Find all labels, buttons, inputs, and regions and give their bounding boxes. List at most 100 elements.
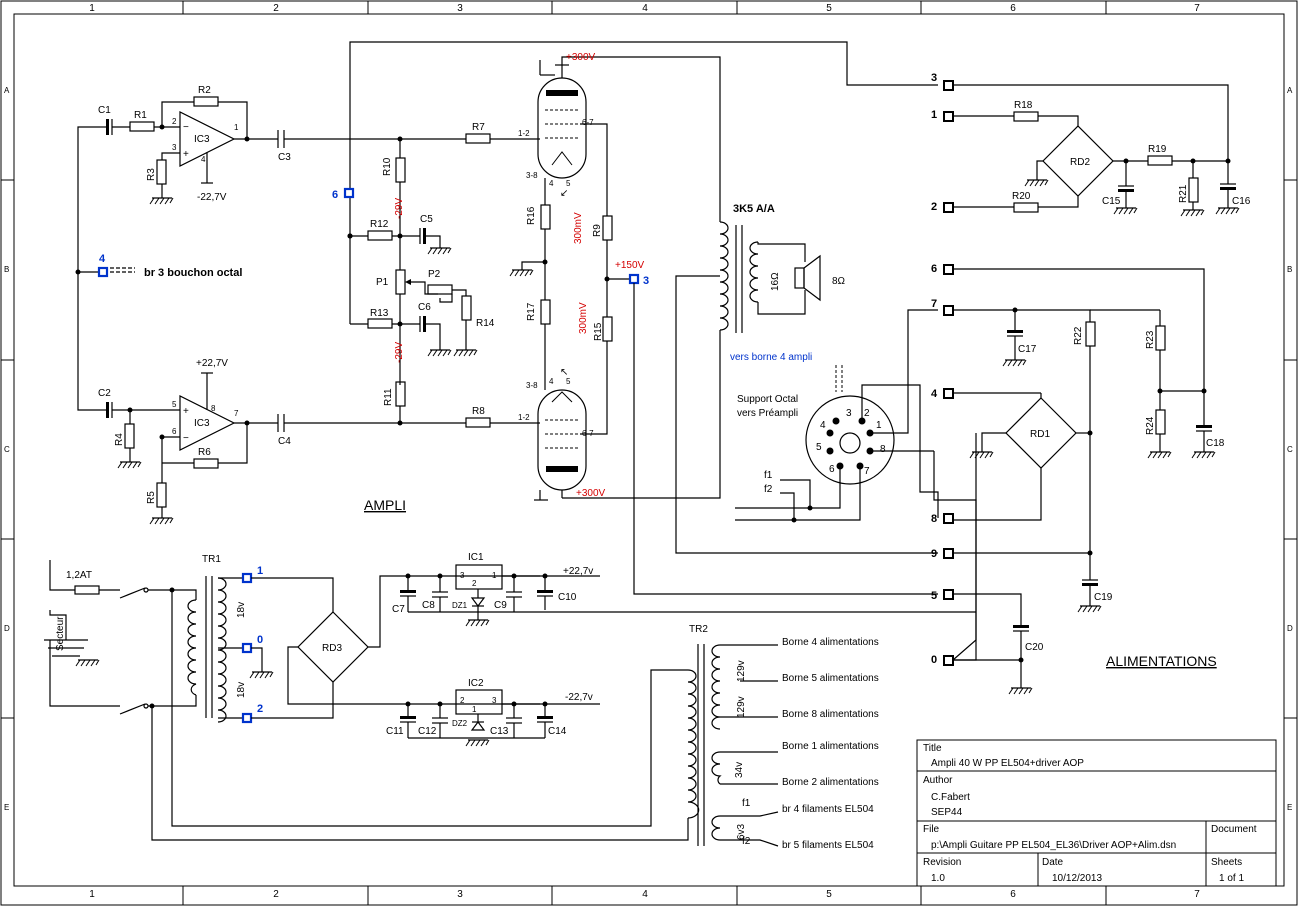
svg-text:4: 4 — [931, 388, 938, 400]
svg-text:34v: 34v — [734, 762, 745, 778]
resistor-r17: R17 — [526, 299, 551, 355]
svg-text:18v: 18v — [236, 682, 247, 698]
svg-text:+: + — [183, 406, 189, 417]
svg-text:Title: Title — [923, 743, 942, 754]
svg-text:4: 4 — [201, 155, 206, 164]
svg-text:R10: R10 — [382, 157, 393, 176]
svg-text:R24: R24 — [1145, 416, 1156, 435]
row-label: A — [4, 86, 10, 95]
svg-text:3: 3 — [846, 408, 852, 419]
resistor-r22: R22 — [1073, 321, 1096, 580]
svg-text:P2: P2 — [428, 269, 441, 280]
svg-text:DZ1: DZ1 — [452, 601, 468, 610]
resistor-r13: R13 — [350, 308, 420, 329]
svg-text:File: File — [923, 824, 940, 835]
svg-text:R15: R15 — [593, 322, 604, 341]
caps-c7-c10: C7 C8 C9 C10 — [392, 576, 976, 627]
resistor-r16: R16 — [526, 204, 551, 300]
tube-el504-top: +300V 1-2 6-7 3-8 4 5 ↙ — [518, 52, 721, 222]
opamp-ic3-bottom: + − IC3 5 6 7 8 +22,7V — [172, 358, 239, 451]
svg-text:C13: C13 — [490, 726, 509, 737]
col-label: 1 — [89, 3, 95, 14]
capacitor-c17: C17 — [1002, 310, 1037, 367]
transformer-tr1: TR1 18v 18v — [187, 554, 247, 723]
svg-text:↖: ↖ — [560, 367, 568, 378]
svg-text:R18: R18 — [1014, 100, 1033, 111]
svg-text:C12: C12 — [418, 726, 437, 737]
svg-text:p:\Ampli Guitare PP EL504_EL36: p:\Ampli Guitare PP EL504_EL36\Driver AO… — [931, 840, 1176, 851]
svg-text:4: 4 — [99, 253, 106, 265]
col-label: 7 — [1194, 3, 1200, 14]
svg-text:f2: f2 — [764, 484, 773, 495]
svg-text:129v: 129v — [736, 660, 747, 682]
capacitor-c18: C18 — [1191, 425, 1225, 459]
svg-text:+300V: +300V — [576, 488, 606, 499]
col-label: 2 — [273, 3, 279, 14]
svg-text:16Ω: 16Ω — [770, 272, 781, 291]
svg-text:4: 4 — [549, 179, 554, 188]
svg-text:DZ2: DZ2 — [452, 719, 468, 728]
svg-text:C20: C20 — [1025, 642, 1044, 653]
svg-text:5: 5 — [172, 400, 177, 409]
alim-terminals: 3 1 2 6 7 4 8 9 5 0 — [931, 72, 954, 666]
svg-text:+: + — [183, 149, 189, 160]
svg-text:R7: R7 — [472, 122, 485, 133]
output-transformer: 3K5 A/A 16Ω — [675, 203, 938, 554]
svg-text:6: 6 — [332, 189, 338, 201]
svg-text:5: 5 — [816, 442, 822, 453]
capacitor-c5: C5 — [419, 214, 452, 255]
svg-text:R9: R9 — [592, 224, 603, 237]
svg-text:IC2: IC2 — [468, 678, 484, 689]
svg-text:5: 5 — [566, 179, 571, 188]
resistor-r5: R5 — [146, 482, 174, 525]
svg-text:1: 1 — [257, 565, 263, 577]
svg-text:2: 2 — [864, 408, 870, 419]
svg-text:3-8: 3-8 — [526, 171, 538, 180]
svg-text:Borne 5 alimentations: Borne 5 alimentations — [782, 673, 879, 684]
svg-text:f1: f1 — [742, 798, 751, 809]
svg-text:R21: R21 — [1178, 184, 1189, 203]
col-label: 4 — [642, 889, 648, 900]
resistor-r20: R20 — [953, 191, 1079, 213]
svg-text:R5: R5 — [146, 491, 157, 504]
label-c1: C1 — [98, 105, 111, 116]
svg-text:2: 2 — [257, 703, 263, 715]
svg-text:3-8: 3-8 — [526, 381, 538, 390]
svg-text:−: − — [183, 433, 189, 444]
capacitor-c2: C2 — [98, 388, 180, 418]
capacitor-c4: C4 — [277, 414, 291, 447]
label-ic3: IC3 — [194, 134, 210, 145]
svg-text:R13: R13 — [370, 308, 389, 319]
svg-text:0: 0 — [257, 634, 263, 646]
svg-text:RD1: RD1 — [1030, 429, 1050, 440]
bridge-rd3: RD3 — [287, 575, 540, 705]
label-minus29-top: -29V — [394, 198, 405, 219]
svg-text:Document: Document — [1211, 824, 1257, 835]
label-minus29-bottom: -29V — [394, 342, 405, 363]
svg-text:C17: C17 — [1018, 344, 1037, 355]
regulator-ic1: IC1 3 1 2 DZ1 +22,7v — [452, 552, 600, 610]
svg-text:R16: R16 — [526, 206, 537, 225]
svg-text:Author: Author — [923, 775, 953, 786]
svg-text:1: 1 — [492, 571, 497, 580]
svg-text:Revision: Revision — [923, 857, 961, 868]
svg-text:8Ω: 8Ω — [832, 276, 846, 287]
svg-text:RD2: RD2 — [1070, 157, 1090, 168]
svg-text:6: 6 — [829, 464, 835, 475]
svg-text:R12: R12 — [370, 219, 389, 230]
svg-text:C18: C18 — [1206, 438, 1225, 449]
svg-text:br 5 filaments EL504: br 5 filaments EL504 — [782, 840, 874, 851]
svg-text:Secteur: Secteur — [55, 616, 66, 651]
resistor-r14: R14 — [453, 295, 495, 357]
resistor-r8: R8 — [465, 406, 540, 428]
pot-p2: P2 — [427, 269, 467, 303]
svg-text:R11: R11 — [383, 388, 394, 406]
svg-text:f1: f1 — [764, 470, 773, 481]
terminal-6-amp: 6 — [332, 187, 355, 201]
svg-text:Borne 1 alimentations: Borne 1 alimentations — [782, 741, 879, 752]
svg-text:7: 7 — [931, 298, 937, 310]
svg-text:C16: C16 — [1232, 196, 1251, 207]
svg-text:7: 7 — [234, 409, 239, 418]
row-label: E — [4, 803, 9, 812]
